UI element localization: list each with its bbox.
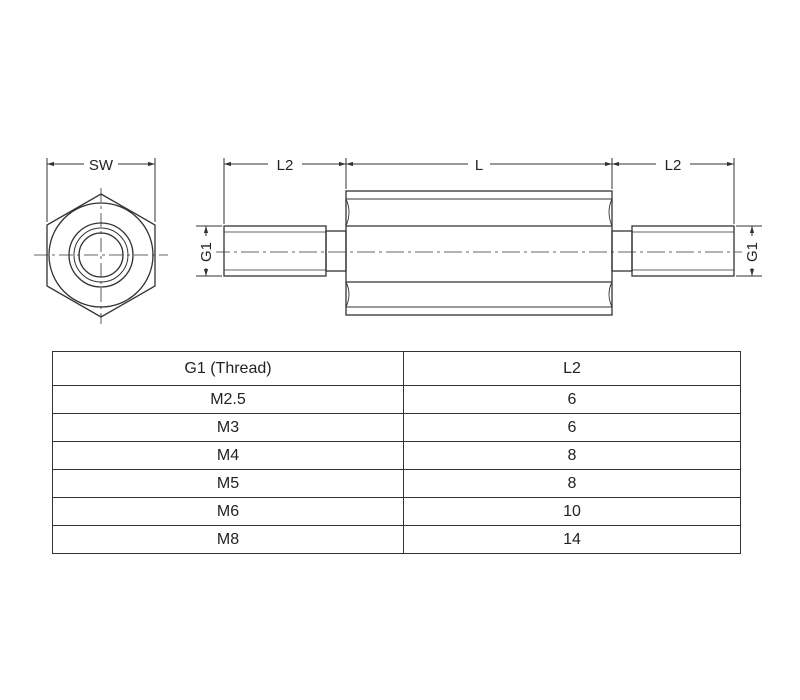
g1-left-label: G1	[198, 242, 215, 262]
g1-right-label: G1	[744, 242, 761, 262]
thread-cell: M5	[52, 469, 404, 498]
table-header-row: G1 (Thread) L2	[52, 351, 741, 386]
l2-cell: 6	[403, 385, 741, 414]
column-header-g1: G1 (Thread)	[52, 351, 404, 386]
thread-cell: M8	[52, 525, 404, 554]
thread-cell: M2.5	[52, 385, 404, 414]
l2-cell: 14	[403, 525, 741, 554]
table-row: M6 10	[52, 497, 741, 526]
l-label: L	[475, 157, 483, 174]
sw-label: SW	[89, 157, 114, 174]
thread-cell: M3	[52, 413, 404, 442]
thread-length-table: G1 (Thread) L2 M2.5 6 M3 6 M4 8 M5 8 M6 …	[52, 351, 741, 554]
table-row: M3 6	[52, 413, 741, 442]
l2-cell: 6	[403, 413, 741, 442]
thread-cell: M6	[52, 497, 404, 526]
l2-left-label: L2	[277, 157, 294, 174]
standoff-side-view	[212, 190, 746, 316]
l2-cell: 8	[403, 441, 741, 470]
thread-cell: M4	[52, 441, 404, 470]
table-row: M4 8	[52, 441, 741, 470]
l2-cell: 8	[403, 469, 741, 498]
table-row: M5 8	[52, 469, 741, 498]
column-header-l2: L2	[403, 351, 741, 386]
l2-right-label: L2	[665, 157, 682, 174]
l2-cell: 10	[403, 497, 741, 526]
table-row: M2.5 6	[52, 385, 741, 414]
standoff-drawing: SW L2 L	[34, 152, 762, 324]
hex-end-view	[34, 188, 168, 324]
table-row: M8 14	[52, 525, 741, 554]
